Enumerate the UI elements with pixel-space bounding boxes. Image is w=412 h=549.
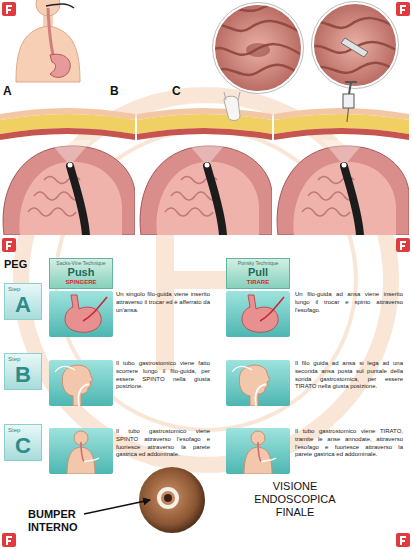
section-label: PEG: [4, 258, 44, 270]
node-text: A: [8, 293, 38, 317]
node-text: Step: [8, 286, 38, 293]
step-box: StepC: [4, 424, 42, 461]
node-text: TIRARE: [231, 279, 285, 286]
node-text: C: [8, 434, 38, 458]
node-text: B: [8, 363, 38, 387]
step-description: Il tubo gastrostomico viene TIRATO, tram…: [295, 428, 403, 459]
step-description: Il tubo gastrostomico viene SPINTO attra…: [116, 428, 210, 459]
technique-header: Ponsky TechniquePullTIRARE: [226, 258, 290, 289]
node-text: SPINGERE: [54, 279, 108, 286]
technique-header: Sacks-Vine TechniquePushSPINGERE: [49, 258, 113, 289]
step-description: Un filo-guida ad ansa viene inserito lun…: [295, 291, 403, 314]
step-box: StepA: [4, 283, 42, 320]
node-text: Step: [8, 356, 38, 363]
step-box: StepB: [4, 353, 42, 390]
caption-label: VISIONE ENDOSCOPICA FINALE: [240, 480, 350, 520]
node-text: Step: [8, 427, 38, 434]
node-text: Ponsky Technique: [231, 260, 285, 266]
panel-letter: C: [172, 84, 186, 98]
step-description: Il tubo gastrostomico viene fatto scorre…: [116, 360, 210, 391]
callout-label: BUMPER INTERNO: [28, 508, 98, 534]
node-text: Sacks-Vine Technique: [54, 260, 108, 266]
panel-letter: A: [3, 84, 17, 98]
panel-letter: B: [110, 84, 124, 98]
step-description: Un singolo filo-guida viene inserito att…: [116, 291, 210, 314]
node-text: Pull: [231, 266, 285, 279]
node-text: Push: [54, 266, 108, 279]
step-description: Il filo guida ad ansa si lega ad una sec…: [295, 360, 403, 391]
